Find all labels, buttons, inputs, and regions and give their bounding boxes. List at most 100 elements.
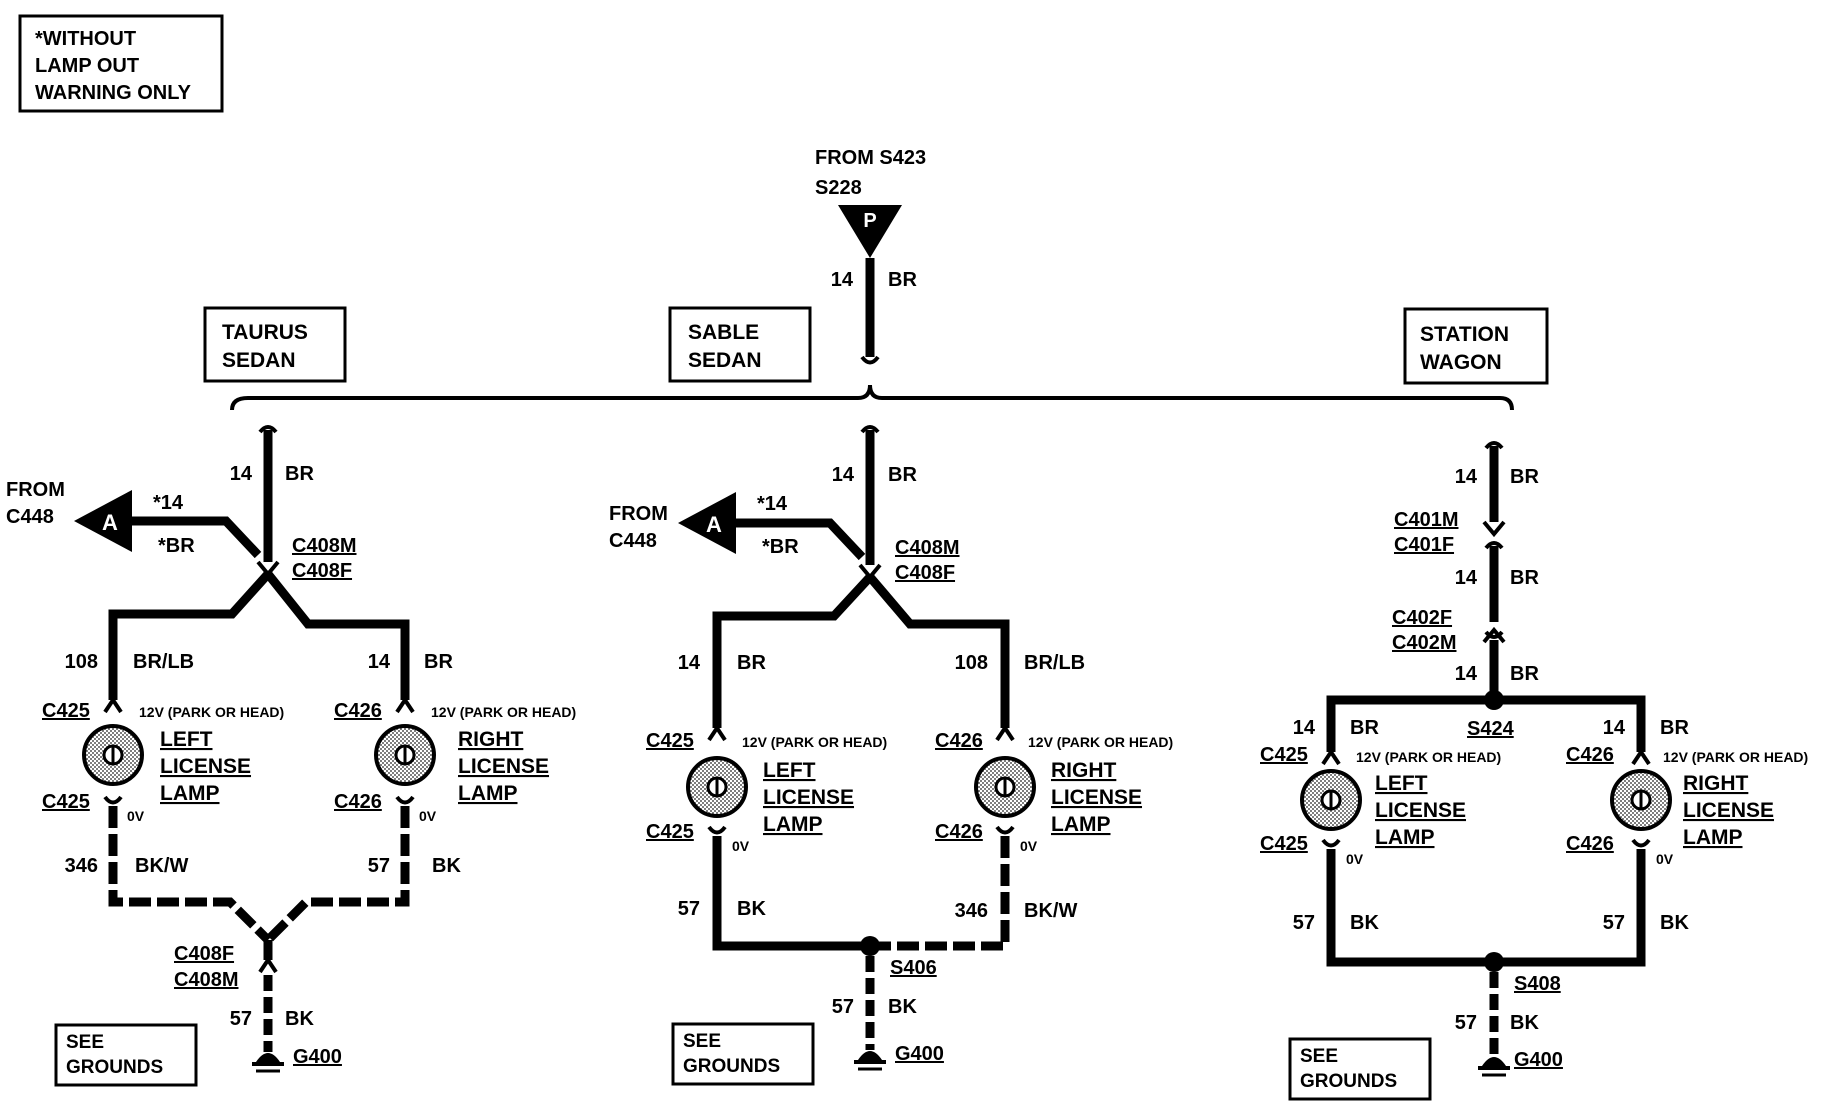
svg-text:LICENSE: LICENSE bbox=[458, 755, 549, 778]
svg-text:C408M: C408M bbox=[292, 535, 356, 557]
svg-text:C408F: C408F bbox=[174, 943, 234, 965]
svg-text:C425: C425 bbox=[646, 730, 694, 752]
svg-text:0V: 0V bbox=[1656, 851, 1674, 867]
svg-text:BK: BK bbox=[1350, 912, 1379, 934]
svg-text:C425: C425 bbox=[1260, 833, 1308, 855]
svg-text:LICENSE: LICENSE bbox=[1051, 786, 1142, 809]
svg-text:LEFT: LEFT bbox=[763, 759, 816, 782]
svg-text:C402M: C402M bbox=[1392, 632, 1456, 654]
svg-text:57: 57 bbox=[1293, 912, 1315, 934]
svg-text:C402F: C402F bbox=[1392, 607, 1452, 629]
svg-text:C426: C426 bbox=[1566, 744, 1614, 766]
svg-text:12V (PARK OR HEAD): 12V (PARK OR HEAD) bbox=[431, 704, 576, 720]
svg-text:C426: C426 bbox=[935, 730, 983, 752]
splice-dot bbox=[1484, 952, 1504, 972]
svg-text:SEDAN: SEDAN bbox=[222, 349, 296, 372]
svg-text:57: 57 bbox=[1455, 1012, 1477, 1034]
svg-text:0V: 0V bbox=[732, 838, 750, 854]
svg-text:STATION: STATION bbox=[1420, 323, 1509, 346]
note-line-1: *WITHOUT bbox=[35, 28, 136, 50]
title-taurus-sedan: TAURUS SEDAN bbox=[203, 306, 347, 383]
svg-text:LAMP: LAMP bbox=[160, 782, 220, 805]
svg-text:LAMP: LAMP bbox=[458, 782, 518, 805]
ground-icon bbox=[252, 1053, 284, 1073]
svg-text:BK: BK bbox=[888, 996, 917, 1018]
power-letter: P bbox=[863, 210, 876, 232]
svg-text:SEE: SEE bbox=[683, 1031, 721, 1052]
svg-text:RIGHT: RIGHT bbox=[458, 728, 524, 751]
splice-dot bbox=[1484, 690, 1504, 710]
svg-text:12V (PARK OR HEAD): 12V (PARK OR HEAD) bbox=[1663, 749, 1808, 765]
svg-text:*BR: *BR bbox=[158, 535, 195, 557]
svg-text:14: 14 bbox=[1455, 567, 1478, 589]
svg-text:LAMP: LAMP bbox=[1051, 813, 1111, 836]
svg-text:BK/W: BK/W bbox=[135, 855, 188, 877]
title-station-wagon: STATION WAGON bbox=[1403, 307, 1549, 385]
svg-text:LAMP: LAMP bbox=[1683, 826, 1743, 849]
connector-a-arrow-icon bbox=[74, 490, 132, 552]
svg-text:BK/W: BK/W bbox=[1024, 900, 1077, 922]
svg-text:LICENSE: LICENSE bbox=[763, 786, 854, 809]
svg-text:57: 57 bbox=[368, 855, 390, 877]
svg-text:12V (PARK OR HEAD): 12V (PARK OR HEAD) bbox=[742, 734, 887, 750]
svg-text:14: 14 bbox=[368, 651, 391, 673]
svg-text:C401M: C401M bbox=[1394, 509, 1458, 531]
svg-text:*14: *14 bbox=[757, 493, 788, 515]
svg-text:BR: BR bbox=[1510, 567, 1539, 589]
svg-text:FROM: FROM bbox=[6, 479, 65, 501]
svg-text:G400: G400 bbox=[895, 1043, 944, 1065]
note-line-2: LAMP OUT bbox=[35, 55, 139, 77]
svg-text:57: 57 bbox=[678, 898, 700, 920]
svg-text:C448: C448 bbox=[609, 530, 657, 552]
svg-text:LICENSE: LICENSE bbox=[1375, 799, 1466, 822]
svg-text:BR: BR bbox=[1350, 717, 1379, 739]
svg-text:0V: 0V bbox=[1346, 851, 1364, 867]
svg-text:BK: BK bbox=[1510, 1012, 1539, 1034]
svg-text:BK: BK bbox=[1660, 912, 1689, 934]
svg-text:57: 57 bbox=[1603, 912, 1625, 934]
splice-dot bbox=[860, 936, 880, 956]
svg-text:LEFT: LEFT bbox=[160, 728, 213, 751]
section-sable: 14 BR A FROM C448 *14 *BR C408M C408F 14… bbox=[609, 425, 1173, 1086]
svg-text:57: 57 bbox=[832, 996, 854, 1018]
svg-text:BR: BR bbox=[1510, 466, 1539, 488]
svg-text:346: 346 bbox=[955, 900, 988, 922]
svg-text:SEDAN: SEDAN bbox=[688, 349, 762, 372]
svg-text:C408F: C408F bbox=[292, 560, 352, 582]
svg-text:C426: C426 bbox=[1566, 833, 1614, 855]
svg-text:BK: BK bbox=[285, 1008, 314, 1030]
svg-text:LEFT: LEFT bbox=[1375, 772, 1428, 795]
svg-text:GROUNDS: GROUNDS bbox=[1300, 1071, 1397, 1092]
see-grounds-box bbox=[1288, 1037, 1432, 1101]
svg-text:BR: BR bbox=[888, 464, 917, 486]
svg-text:0V: 0V bbox=[127, 808, 145, 824]
svg-text:G400: G400 bbox=[1514, 1049, 1563, 1071]
svg-text:TAURUS: TAURUS bbox=[222, 321, 308, 344]
svg-text:GROUNDS: GROUNDS bbox=[683, 1056, 780, 1077]
svg-text:0V: 0V bbox=[1020, 838, 1038, 854]
svg-text:C448: C448 bbox=[6, 506, 54, 528]
svg-text:12V (PARK OR HEAD): 12V (PARK OR HEAD) bbox=[1028, 734, 1173, 750]
svg-text:BK: BK bbox=[432, 855, 461, 877]
title-sable-sedan: SABLE SEDAN bbox=[668, 306, 812, 383]
svg-text:*BR: *BR bbox=[762, 536, 799, 558]
svg-text:S406: S406 bbox=[890, 957, 937, 979]
see-grounds-box bbox=[671, 1022, 815, 1086]
top-source: FROM S423 S228 P 14 BR bbox=[230, 147, 1514, 411]
svg-text:A: A bbox=[102, 510, 118, 535]
top-from-label: FROM S423 bbox=[815, 147, 926, 169]
svg-text:SEE: SEE bbox=[1300, 1046, 1338, 1067]
note-box: *WITHOUT LAMP OUT WARNING ONLY bbox=[18, 14, 224, 113]
variant-brace bbox=[230, 384, 1514, 411]
top-splice-label: S228 bbox=[815, 177, 862, 199]
svg-text:BR: BR bbox=[1510, 663, 1539, 685]
svg-text:57: 57 bbox=[230, 1008, 252, 1030]
ground-icon bbox=[854, 1051, 886, 1071]
svg-text:14: 14 bbox=[1603, 717, 1626, 739]
svg-text:14: 14 bbox=[230, 463, 253, 485]
svg-text:14: 14 bbox=[1293, 717, 1316, 739]
svg-text:C408M: C408M bbox=[895, 537, 959, 559]
top-color: BR bbox=[888, 269, 917, 291]
svg-text:BR: BR bbox=[737, 652, 766, 674]
